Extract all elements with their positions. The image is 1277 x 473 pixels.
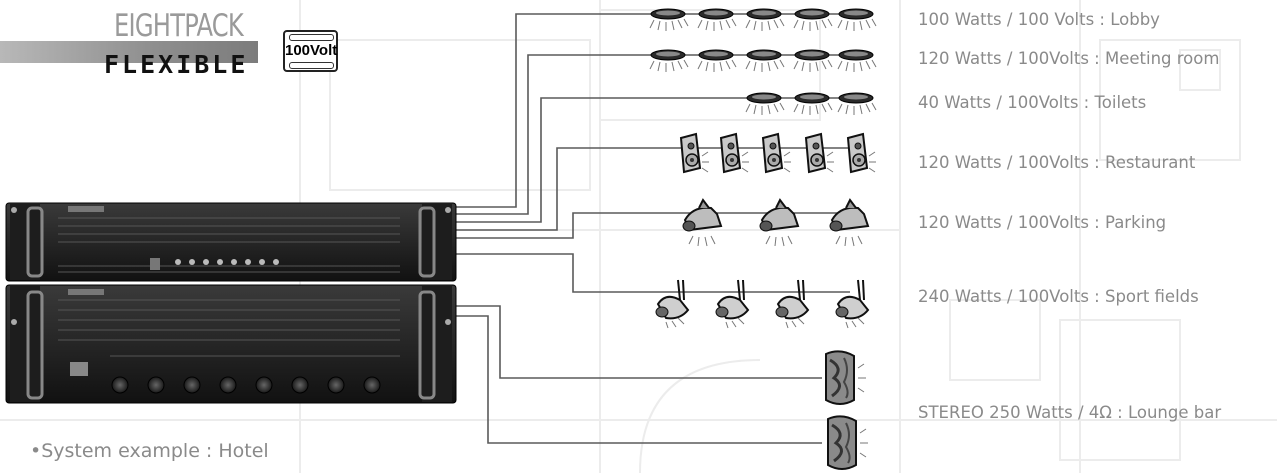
ceiling-speaker-icon (746, 9, 784, 31)
zone-label-restaurant: 120 Watts / 100Volts : Restaurant (918, 153, 1196, 172)
horn-speaker-icon (829, 199, 869, 247)
brand-name-bottom: FLEXIBLE (104, 50, 249, 79)
ceiling-speaker-icon (746, 50, 784, 72)
projector-speaker-icon (655, 279, 689, 329)
zone-label-meeting-room: 120 Watts / 100Volts : Meeting room (918, 49, 1220, 68)
zone-meeting-room-speakers (650, 50, 876, 72)
ceiling-speaker-icon (746, 93, 784, 115)
zone-label-sport-fields: 240 Watts / 100Volts : Sport fields (918, 287, 1199, 306)
zone-parking-speakers (682, 199, 869, 247)
horn-speaker-icon (682, 199, 722, 247)
zone-label-parking: 120 Watts / 100Volts : Parking (918, 213, 1167, 232)
ceiling-speaker-icon (794, 9, 832, 31)
ceiling-speaker-icon (838, 93, 876, 115)
badge-wave-icon (289, 62, 334, 69)
ceiling-speaker-icon (838, 9, 876, 31)
wall-speaker-icon (762, 133, 792, 173)
projector-speaker-icon (775, 279, 809, 329)
projector-speaker-icon (835, 279, 869, 329)
wall-speaker-icon (847, 133, 877, 173)
zone-wires (455, 13, 822, 444)
badge-label: 100Volt (285, 42, 338, 59)
box-speaker-icon (824, 349, 868, 406)
horn-speaker-icon (759, 199, 799, 247)
ceiling-speaker-icon (698, 9, 736, 31)
zone-restaurant-speakers (680, 133, 877, 173)
zone-toilets-speakers (746, 93, 876, 115)
zone-label-toilets: 40 Watts / 100Volts : Toilets (918, 93, 1147, 112)
wall-speaker-icon (720, 133, 750, 173)
badge-wave-icon (289, 34, 334, 41)
amplifier-rack-bottom (5, 284, 457, 404)
diagram-caption: •System example : Hotel (30, 440, 269, 462)
wall-speaker-icon (805, 133, 835, 173)
brand-name-top: EIGHTPACK (114, 8, 244, 44)
100volt-badge: 100Volt (283, 30, 338, 72)
wall-speaker-icon (680, 133, 710, 173)
box-speaker-icon (826, 414, 870, 471)
zone-lobby-speakers (650, 9, 876, 31)
ceiling-speaker-icon (838, 50, 876, 72)
zone-label-lobby: 100 Watts / 100 Volts : Lobby (918, 10, 1160, 29)
ceiling-speaker-icon (650, 9, 688, 31)
zone-sport-fields-speakers (655, 279, 869, 329)
zone-lounge-bar-speakers (824, 349, 870, 471)
projector-speaker-icon (715, 279, 749, 329)
amplifier-rack-top (5, 202, 457, 282)
brand-stripe (0, 41, 258, 63)
zone-label-lounge-bar: STEREO 250 Watts / 4Ω : Lounge bar (918, 403, 1222, 422)
ceiling-speaker-icon (650, 50, 688, 72)
ceiling-speaker-icon (794, 93, 832, 115)
ceiling-speaker-icon (698, 50, 736, 72)
ceiling-speaker-icon (794, 50, 832, 72)
